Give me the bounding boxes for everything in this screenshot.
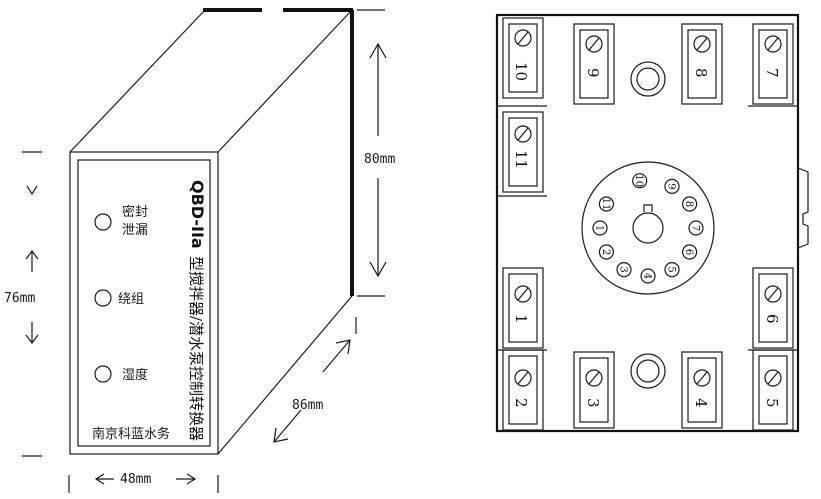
svg-text:11: 11: [512, 150, 530, 169]
top-right-edge: [217, 9, 353, 153]
base-outer-frame: [495, 13, 800, 433]
terminal-8: 8: [681, 23, 723, 105]
depth-label: 86mm: [292, 398, 323, 413]
socket-pin-2: [598, 244, 615, 260]
socket-pin-label-1: 1: [594, 225, 605, 231]
arrow-ne-icon: [335, 339, 351, 355]
front-height-label: 76mm: [4, 291, 35, 306]
product-name: 型搅拌器/潜水泵控制转换器: [187, 256, 205, 441]
mounting-hole-bottom: [630, 353, 666, 389]
indicator-label-3: 湿度: [122, 367, 148, 383]
top-left-edge: [69, 9, 206, 153]
socket-pin-8: [681, 196, 698, 212]
socket-pin-label-6: 6: [683, 249, 694, 255]
socket-pin-label-3: 3: [618, 266, 629, 272]
model-title: QBD-IIa: [188, 180, 207, 249]
indicator-leak-icon: [94, 213, 112, 231]
socket-base-view: 10 9 8 7 11: [495, 13, 809, 433]
socket-pin-label-7: 7: [690, 225, 701, 231]
socket-pin-7: [688, 220, 704, 236]
arrow-left-icon: [94, 473, 105, 485]
svg-text:4: 4: [692, 398, 710, 408]
socket-pin-label-11: 11: [600, 198, 611, 211]
terminal-6: 6: [752, 267, 794, 349]
svg-text:5: 5: [763, 398, 781, 408]
svg-text:9: 9: [584, 68, 602, 78]
terminal-1: 1: [502, 267, 544, 349]
depth-arrow-lower: [273, 409, 302, 443]
octal-socket: 1 2 3 4 5 6 7 8 9 10 11: [581, 161, 715, 295]
front-face: [69, 151, 219, 455]
svg-text:1: 1: [512, 314, 530, 324]
indicator-label-1a: 密封: [122, 204, 148, 220]
arrow-up-icon: [369, 42, 387, 59]
terminal-7: 7: [752, 23, 794, 105]
terminal-5: 5: [752, 349, 794, 431]
socket-pin-10: [632, 173, 648, 189]
socket-pin-9: [664, 178, 680, 194]
chevron-down-icon: [26, 185, 38, 196]
maker-label: 南京科蓝水务: [92, 426, 170, 442]
depth-arrow-upper: [322, 339, 351, 373]
terminal-10: 10: [502, 17, 544, 99]
arrow-up-small-icon: [25, 250, 39, 260]
height-label: 80mm: [364, 152, 395, 167]
socket-pin-label-9: 9: [666, 183, 677, 189]
dimension-height: 80mm: [357, 9, 395, 297]
arrow-down-small-icon: [25, 334, 39, 344]
socket-key-hole: [632, 212, 664, 244]
indicator-label-2: 绕组: [118, 292, 144, 307]
socket-ring: [581, 161, 715, 295]
terminal-9: 9: [573, 23, 615, 105]
svg-text:3: 3: [584, 398, 602, 408]
dimension-width: 48mm: [68, 472, 219, 493]
front-panel-border: [77, 159, 211, 447]
socket-pin-3: [616, 262, 632, 278]
socket-pin-6: [681, 244, 698, 260]
svg-text:2: 2: [512, 398, 530, 408]
bottom-right-edge: [217, 295, 353, 455]
socket-pin-label-5: 5: [666, 266, 677, 272]
socket-pin-11: [598, 196, 615, 212]
terminal-2: 2: [502, 349, 544, 431]
socket-pin-label-8: 8: [683, 201, 694, 207]
svg-text:6: 6: [763, 314, 781, 324]
housing-3d-view: 密封 泄漏 绕组 湿度 QBD-IIa 型搅拌器/潜水泵控制转换器 南京科蓝水务: [69, 8, 354, 455]
socket-pin-label-10: 10: [633, 174, 644, 187]
dimension-depth: 86mm: [273, 317, 357, 443]
socket-pin-1: [592, 220, 608, 236]
socket-pins: 1 2 3 4 5 6 7 8 9 10 11: [592, 173, 704, 284]
svg-text:10: 10: [512, 62, 530, 81]
socket-pin-5: [664, 262, 680, 278]
socket-pin-label-4: 4: [642, 273, 653, 279]
terminal-3: 3: [573, 351, 615, 429]
socket-pin-4: [640, 268, 656, 284]
socket-key-notch: [643, 204, 653, 212]
terminal-4: 4: [681, 351, 723, 429]
socket-pin-label-2: 2: [600, 249, 611, 255]
arrow-down-icon: [369, 261, 387, 278]
indicator-winding-icon: [94, 289, 112, 307]
mounting-hole-top: [630, 61, 666, 97]
svg-text:8: 8: [692, 68, 710, 78]
indicator-humidity-icon: [94, 365, 112, 383]
arrow-sw-icon: [273, 427, 289, 443]
width-label: 48mm: [120, 472, 151, 487]
arrow-right-icon: [186, 473, 197, 485]
svg-text:7: 7: [763, 68, 781, 78]
indicator-label-1b: 泄漏: [122, 222, 148, 238]
terminal-11: 11: [502, 111, 544, 193]
dimension-front-height: 76mm: [4, 151, 42, 457]
side-clip: [797, 167, 809, 249]
